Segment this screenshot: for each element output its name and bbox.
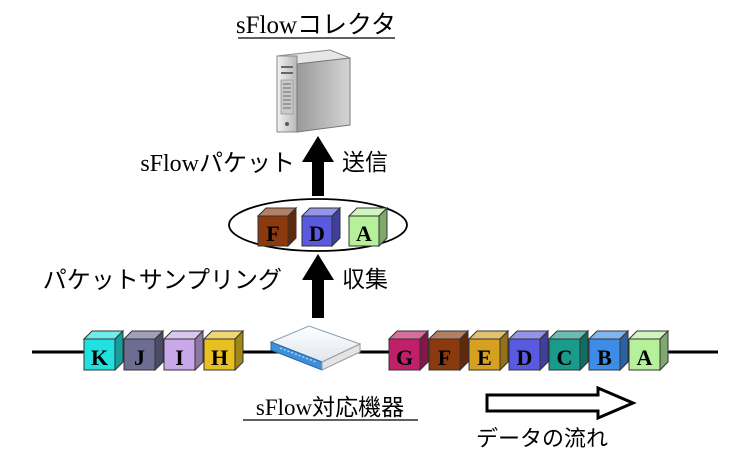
sampled-packet-letter: A [356,221,372,246]
left-packet-letter: H [211,345,228,370]
right-packet-g: G [387,329,430,372]
right-packet-letter: G [396,345,413,370]
sampled-packet-letter: D [309,221,325,246]
server-icon [276,49,351,133]
sflow-packet-label: sFlowパケット [140,151,295,177]
right-packet-letter: C [557,345,573,370]
right-packet-b: B [587,329,630,372]
right-packet-letter: E [477,345,492,370]
right-packet-a: A [627,329,670,372]
collector-title: sFlowコレクタ [236,12,396,39]
send-label: 送信 [342,150,388,176]
left-packet-letter: J [134,345,145,370]
sampled-packet-f: F [256,206,298,248]
right-packet-letter: B [597,345,612,370]
left-packet-j: J [122,329,165,372]
left-packet-k: K [82,329,125,372]
device-label: sFlow対応機器 [256,395,404,420]
right-packet-d: D [507,329,550,372]
sampled-packet-d: D [300,206,342,248]
sampled-packets-ellipse [228,198,408,252]
send-arrow [302,136,334,196]
right-packet-letter: D [517,345,533,370]
packet-sampling-label: パケットサンプリング [43,266,282,294]
flow-direction-arrow [485,385,637,421]
right-packet-f: F [427,329,470,372]
data-flow-label: データの流れ [476,427,608,452]
collect-label: 収集 [342,267,388,293]
left-packet-letter: I [175,345,184,370]
sampled-packet-letter: F [266,221,279,246]
sampled-packet-a: A [347,206,389,248]
left-packet-h: H [202,329,245,372]
right-packet-c: C [547,329,590,372]
switch-icon [269,325,362,371]
collect-arrow [302,254,334,318]
right-packet-letter: A [637,345,653,370]
right-packet-e: E [467,329,510,372]
left-packet-i: I [162,329,205,372]
right-packet-letter: F [438,345,451,370]
left-packet-letter: K [91,345,108,370]
